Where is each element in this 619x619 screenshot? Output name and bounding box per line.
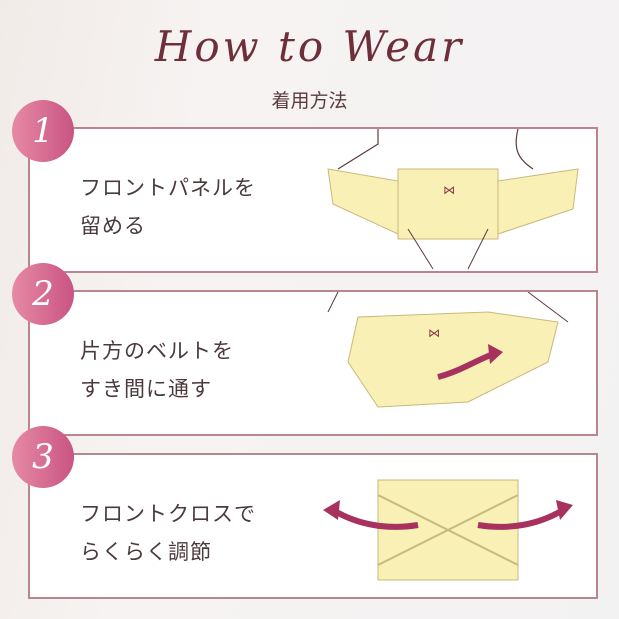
arrow-left-icon: [331, 507, 419, 530]
svg-text:⋈: ⋈: [443, 183, 455, 197]
svg-text:⋈: ⋈: [428, 326, 440, 340]
step-3-line2: らくらく調節: [80, 540, 212, 564]
step-3-line1: フロントクロスで: [80, 502, 256, 526]
step-2-text: 片方のベルトをすき間に通す: [80, 332, 234, 408]
step-2-card: 片方のベルトをすき間に通す ⋈: [28, 290, 598, 436]
step-1-line1: フロントパネルを: [80, 176, 256, 200]
step-1-text: フロントパネルを留める: [80, 169, 256, 245]
step-2-line1: 片方のベルトを: [80, 339, 234, 363]
arrow-icon: [437, 351, 495, 380]
step-3-card: フロントクロスでらくらく調節: [28, 453, 598, 599]
step-2-illustration: ⋈: [327, 292, 569, 408]
step-1-number: 1: [12, 100, 74, 162]
step-3-text: フロントクロスでらくらく調節: [80, 495, 256, 571]
step-2-number: 2: [12, 263, 74, 325]
step-2-line2: すき間に通す: [80, 377, 212, 401]
page-title: How to Wear: [154, 22, 465, 71]
step-3-number: 3: [12, 426, 74, 488]
step-1-illustration: ⋈: [327, 129, 579, 270]
step-1-line2: 留める: [80, 214, 146, 238]
arrow-right-icon: [477, 507, 565, 530]
step-3-illustration: [323, 479, 573, 581]
page-subtitle: 着用方法: [271, 90, 348, 112]
step-1-card: フロントパネルを留める ⋈: [28, 127, 598, 273]
